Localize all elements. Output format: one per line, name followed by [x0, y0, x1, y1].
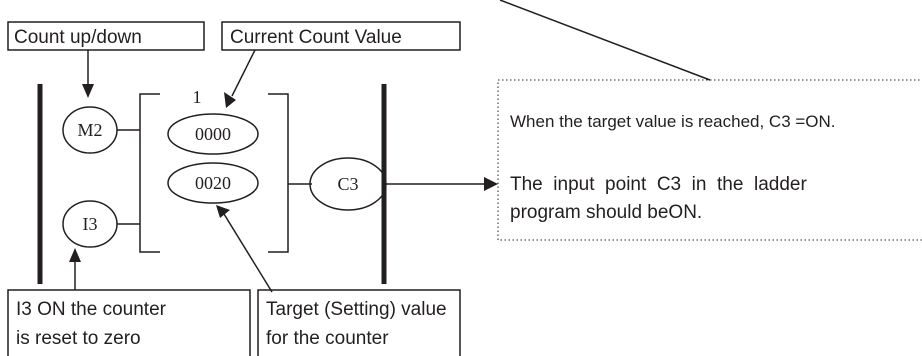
current-count-value-box [221, 21, 461, 51]
note-line3: program should beON. [510, 202, 702, 223]
top-leader-line [499, 0, 711, 81]
c3-note-arrow-head [484, 177, 498, 191]
note-line1: When the target value is reached, C3 =ON… [510, 112, 836, 131]
target-value-text: 0020 [195, 173, 231, 193]
current-count-value-label: Current Count Value [230, 27, 402, 48]
target-arrow-head [216, 205, 230, 218]
current-arrow-shaft [231, 49, 256, 97]
m2-contact-label: M2 [77, 120, 102, 140]
count-up-down-label: Count up/down [14, 27, 142, 48]
target-label-box [257, 289, 461, 356]
current-value-text: 0000 [195, 124, 231, 144]
current-arrow-head [224, 92, 236, 108]
reset-label-line2: is reset to zero [16, 328, 141, 349]
i3-contact-label: I3 [83, 214, 98, 234]
count-arrow-head [82, 84, 94, 98]
reset-label-line1: I3 ON the counter [16, 299, 167, 320]
reset-arrow-head [69, 248, 81, 262]
reset-label-box [7, 289, 251, 356]
target-label-line1: Target (Setting) value [266, 299, 447, 320]
counter-right-bracket [268, 93, 289, 253]
count-up-down-box [7, 21, 205, 51]
target-value-oval [167, 162, 259, 204]
note-box [497, 79, 922, 241]
target-label-line2: for the counter [266, 328, 389, 349]
c3-coil-label: C3 [337, 174, 358, 194]
target-arrow-shaft [223, 213, 273, 293]
note-line2: The input point C3 in the ladder [510, 174, 807, 195]
preset-marker: 1 [193, 87, 202, 107]
current-value-oval [167, 113, 259, 155]
counter-left-bracket [139, 93, 160, 253]
